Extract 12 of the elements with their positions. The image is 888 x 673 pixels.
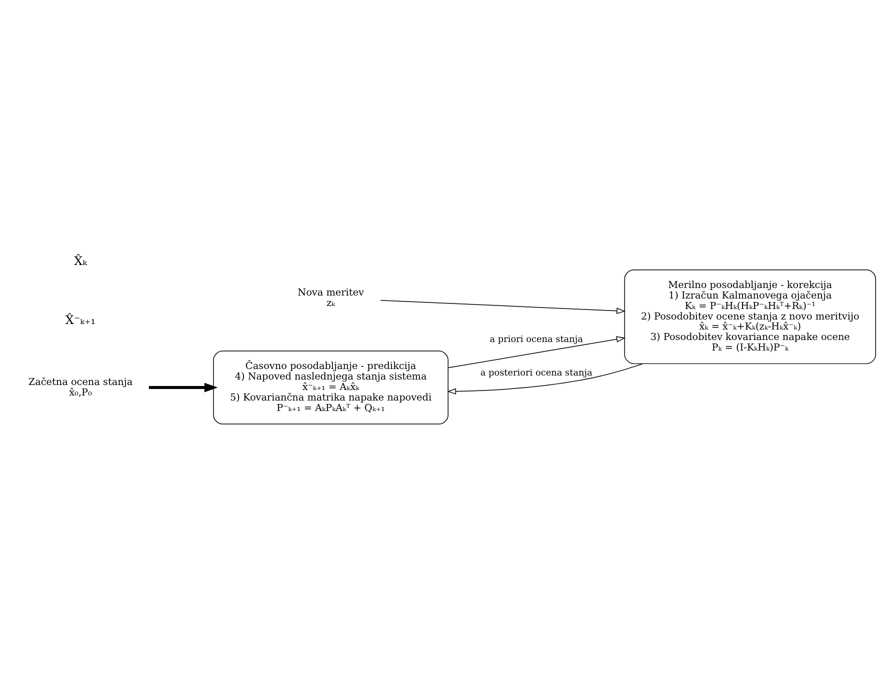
- label: X̂⁻ₖ₊₁: [65, 313, 96, 328]
- node-box: Časovno posodabljanje - predikcija 4) Napoved naslednjega stanja sistema x̂⁻ₖ₊₁ = Aₖx̂ₖ 5) Kovariančna matrika napake napovedi P⁻ₖ₊₁ = AₖPₖAₖᵀ + Qₖ₊₁: [213, 350, 448, 424]
- arrow: [447, 363, 644, 394]
- node-text: Začetna ocena stanja x̂₀,P₀: [28, 376, 133, 398]
- node-box: Merilno posodabljanje - korekcija 1) Izračun Kalmanovega ojačenja Kₖ = P⁻ₖHₖ(HₖP⁻ₖHₖᵀ+Rₖ)⁻¹ 2) Posodobitev ocene stanja z novo meritvijo x̂ₖ = x̂⁻ₖ+Kₖ(zₖ-Hₖx̂⁻ₖ) 3) Posodobitev kovariance napake ocene Pₖ = (I-KₖHₖ)P⁻ₖ: [624, 269, 876, 364]
- arrow: [380, 300, 626, 314]
- label: X̂ₖ: [74, 254, 87, 268]
- edge-label: a priori ocena stanja: [490, 334, 583, 345]
- edge-label: a posteriori ocena stanja: [480, 368, 592, 378]
- node-text: Nova meritev zₖ: [298, 287, 364, 309]
- arrow: [448, 336, 626, 368]
- arrow: [148, 382, 218, 392]
